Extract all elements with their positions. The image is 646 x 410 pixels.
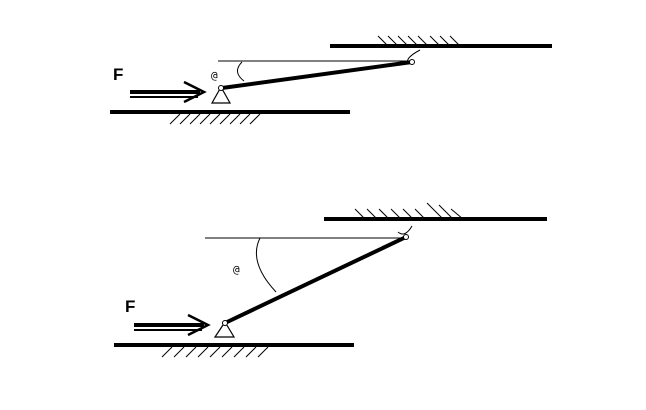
top-force-arrow xyxy=(130,80,207,104)
top-lower-wall-hatching xyxy=(169,113,261,125)
top-upper-joint xyxy=(409,59,415,65)
top-angle-label: @ xyxy=(211,69,218,82)
bottom-force-arrow xyxy=(134,313,211,337)
top-pin-support xyxy=(210,85,232,104)
top-link-rod xyxy=(221,60,413,90)
bottom-upper-wall-hatching xyxy=(354,202,464,220)
diagram-bottom: F @ xyxy=(114,202,547,358)
bottom-lower-wall-hatching xyxy=(161,346,269,358)
top-angle-arc-left xyxy=(237,61,245,82)
diagram-top: F @ xyxy=(110,35,552,125)
bottom-force-label: F xyxy=(125,297,135,316)
bottom-pin-joint xyxy=(222,320,228,326)
bottom-angle-arc xyxy=(255,237,277,293)
bottom-link-rod xyxy=(224,235,407,325)
bottom-angle-arc-right xyxy=(397,225,413,235)
top-force-label: F xyxy=(113,65,123,84)
top-pin-joint xyxy=(218,85,224,91)
bottom-pin-support xyxy=(213,320,236,338)
bottom-angle-label: @ xyxy=(233,263,240,276)
bottom-upper-joint xyxy=(403,234,409,240)
top-upper-wall-hatching xyxy=(377,35,461,47)
